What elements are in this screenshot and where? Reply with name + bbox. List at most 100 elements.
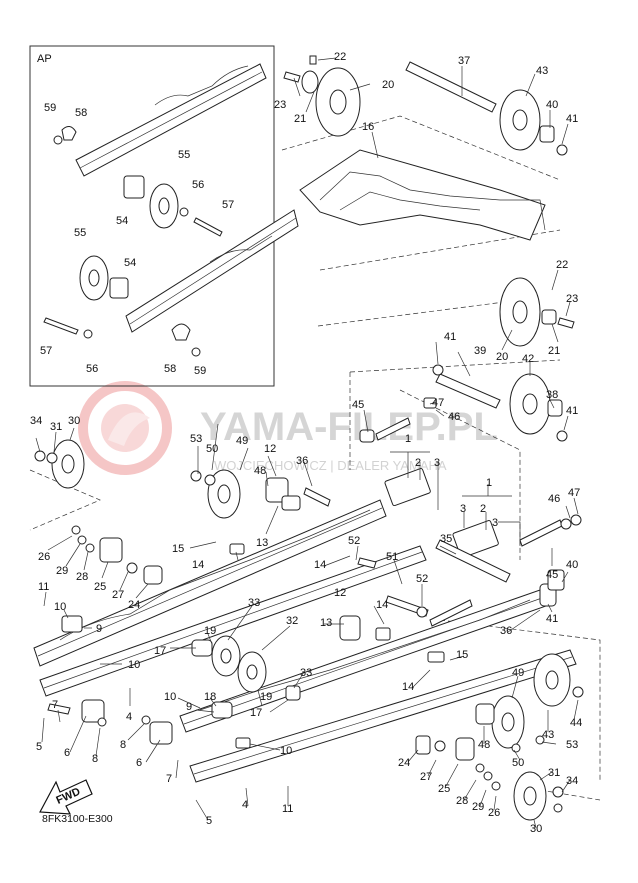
callout-53: 53: [190, 433, 202, 445]
callout-22: 22: [334, 51, 346, 63]
callout-2b: 2: [480, 503, 486, 515]
callout-labels: 59 58 55 56 57 54 55 54 57 56 58 59 22 2…: [30, 51, 582, 835]
callout-29b: 29: [472, 801, 484, 813]
callout-47: 47: [432, 397, 444, 409]
callout-50b: 50: [512, 757, 524, 769]
callout-18: 18: [204, 691, 216, 703]
callout-14b: 14: [192, 559, 204, 571]
right-slide-rail: [179, 589, 577, 783]
callout-11: 11: [38, 581, 49, 593]
callout-38: 38: [546, 389, 558, 401]
callout-23: 23: [274, 99, 286, 111]
callout-52: 52: [416, 573, 428, 585]
callout-32: 32: [286, 615, 298, 627]
callout-10d: 10: [280, 745, 292, 757]
callout-22b: 22: [556, 259, 568, 271]
callout-1: 1: [405, 433, 411, 445]
rear-suspension-housing: [299, 149, 546, 241]
callout-14: 14: [314, 559, 326, 571]
callout-41b: 41: [444, 331, 456, 343]
callout-4b: 4: [242, 799, 248, 811]
callout-10: 10: [54, 601, 66, 613]
callout-45b: 45: [546, 569, 558, 581]
callout-37: 37: [458, 55, 470, 67]
callout-50: 50: [206, 443, 218, 455]
left-slide-rail: [33, 499, 427, 697]
callout-47b: 47: [568, 487, 580, 499]
callout-16: 16: [362, 121, 374, 133]
callout-12b: 12: [334, 587, 346, 599]
watermark-title: YAMA-FILEP.PL: [200, 405, 498, 449]
callout-46: 46: [448, 411, 460, 423]
callout-48b: 48: [478, 739, 490, 751]
callout-24: 24: [128, 599, 140, 611]
callout-35: 35: [440, 533, 452, 545]
callout-25: 25: [94, 581, 106, 593]
callout-7b: 7: [166, 773, 172, 785]
callout-30: 30: [68, 415, 80, 427]
callout-29: 29: [56, 565, 68, 577]
callout-44: 44: [570, 717, 582, 729]
callout-49b: 49: [512, 667, 524, 679]
callout-53b: 53: [566, 739, 578, 751]
callout-40b: 40: [566, 559, 578, 571]
callout-14c: 14: [376, 599, 388, 611]
callout-10c: 10: [164, 691, 176, 703]
diagram-code: 8FK3100-E300: [42, 813, 113, 825]
callout-31: 31: [50, 421, 62, 433]
callout-25b: 25: [438, 783, 450, 795]
callout-58: 58: [75, 107, 87, 119]
callout-31b: 31: [548, 767, 560, 779]
callout-6b: 6: [136, 757, 142, 769]
callout-36: 36: [500, 625, 512, 637]
callout-43b: 43: [542, 729, 554, 741]
callout-3b: 3: [460, 503, 466, 515]
fwd-arrow-icon: FWD: [39, 779, 93, 815]
upper-wheels: [283, 55, 575, 442]
callout-42: 42: [522, 353, 534, 365]
callout-8: 8: [92, 753, 98, 765]
callout-49: 49: [236, 435, 248, 447]
ap-inset-label: AP: [37, 53, 52, 65]
callout-20b: 20: [496, 351, 508, 363]
callout-2: 2: [415, 457, 421, 469]
callout-28: 28: [76, 571, 88, 583]
callout-13b: 13: [320, 617, 332, 629]
callout-20: 20: [382, 79, 394, 91]
callout-12: 12: [264, 443, 276, 455]
callout-21b: 21: [548, 345, 560, 357]
callout-41: 41: [566, 113, 578, 125]
callout-41c: 41: [566, 405, 578, 417]
callout-23b: 23: [566, 293, 578, 305]
callout-11b: 11: [282, 803, 293, 815]
callout-41d: 41: [546, 613, 558, 625]
callout-56b: 56: [86, 363, 98, 375]
callout-40: 40: [546, 99, 558, 111]
callout-28b: 28: [456, 795, 468, 807]
callout-52b: 52: [348, 535, 360, 547]
callout-9: 9: [96, 623, 102, 635]
callout-14d: 14: [402, 681, 414, 693]
callout-55: 55: [178, 149, 190, 161]
callout-8b: 8: [120, 739, 126, 751]
callout-19b: 19: [260, 691, 272, 703]
callout-54: 54: [116, 215, 128, 227]
callout-56: 56: [192, 179, 204, 191]
callout-4: 4: [126, 711, 132, 723]
callout-34: 34: [30, 415, 42, 427]
callout-15: 15: [172, 543, 184, 555]
callout-7: 7: [52, 699, 58, 711]
callout-21: 21: [294, 113, 306, 125]
callout-55b: 55: [74, 227, 86, 239]
callout-19: 19: [204, 625, 216, 637]
callout-57: 57: [222, 199, 234, 211]
callout-45: 45: [352, 399, 364, 411]
callout-39: 39: [474, 345, 486, 357]
leader-lines: [35, 57, 579, 829]
callout-3c: 3: [492, 517, 498, 529]
callout-5: 5: [36, 741, 42, 753]
callout-34b: 34: [566, 775, 578, 787]
callout-26b: 26: [488, 807, 500, 819]
callout-48: 48: [254, 465, 266, 477]
